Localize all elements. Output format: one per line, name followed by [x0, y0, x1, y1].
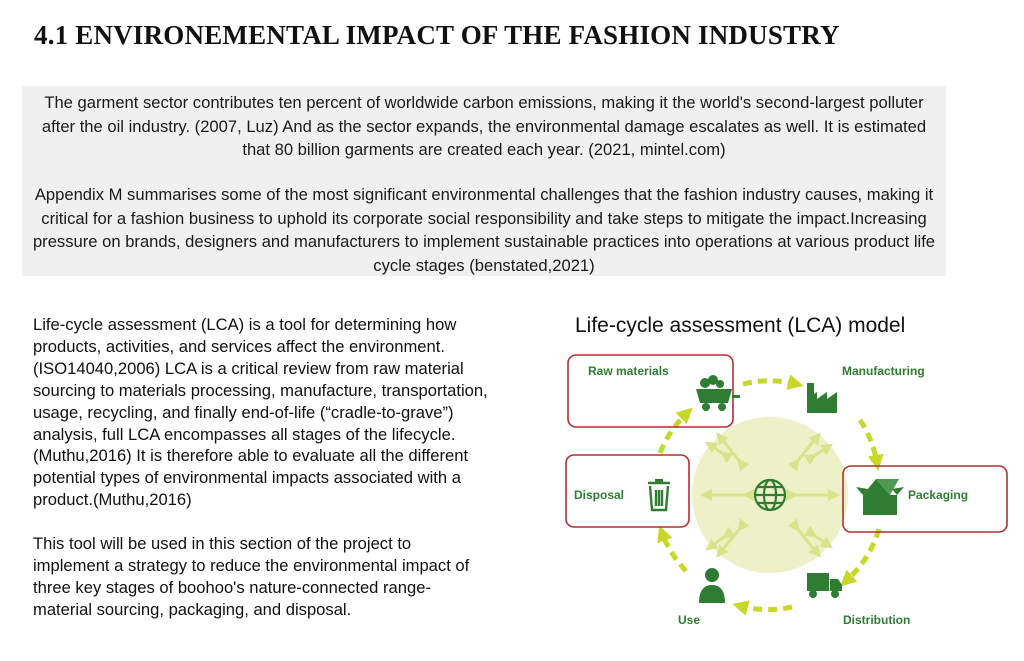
cycle-arrows: [657, 374, 884, 616]
body-text: Life-cycle assessment (LCA) is a tool fo…: [33, 314, 523, 654]
highlight-box-disposal: [565, 454, 690, 528]
lca-cycle-diagram: Raw materials Manufacturing Packaging Di…: [565, 354, 1008, 627]
section-heading: 4.1 ENVIRONEMENTAL IMPACT OF THE FASHION…: [34, 20, 840, 50]
stage-label-packaging: Packaging: [908, 488, 968, 502]
summary-paragraph-1: The garment sector contributes ten perce…: [41, 93, 927, 159]
summary-box: The garment sector contributes ten perce…: [22, 86, 946, 276]
stage-label-disposal: Disposal: [574, 488, 624, 502]
factory-icon: [807, 383, 837, 413]
stage-label-raw-materials: Raw materials: [588, 364, 669, 378]
truck-icon: [807, 573, 842, 598]
box-icon: [856, 479, 904, 515]
globe-icon: [753, 478, 787, 512]
stage-label-manufacturing: Manufacturing: [842, 364, 925, 378]
strategy-paragraph: This tool will be used in this section o…: [33, 534, 470, 619]
person-icon: [699, 568, 725, 603]
mining-cart-icon: [696, 375, 740, 411]
diagram-title: Life-cycle assessment (LCA) model: [575, 314, 906, 337]
highlight-box-packaging: [842, 465, 1008, 533]
stage-label-use: Use: [678, 613, 700, 627]
radial-arrows: [700, 432, 840, 558]
trash-can-icon: [648, 479, 670, 512]
highlight-box-raw-materials: [567, 354, 734, 428]
lca-description-paragraph: Life-cycle assessment (LCA) is a tool fo…: [33, 315, 488, 510]
stage-label-distribution: Distribution: [843, 613, 910, 627]
summary-paragraph-2: Appendix M summarises some of the most s…: [32, 185, 936, 275]
